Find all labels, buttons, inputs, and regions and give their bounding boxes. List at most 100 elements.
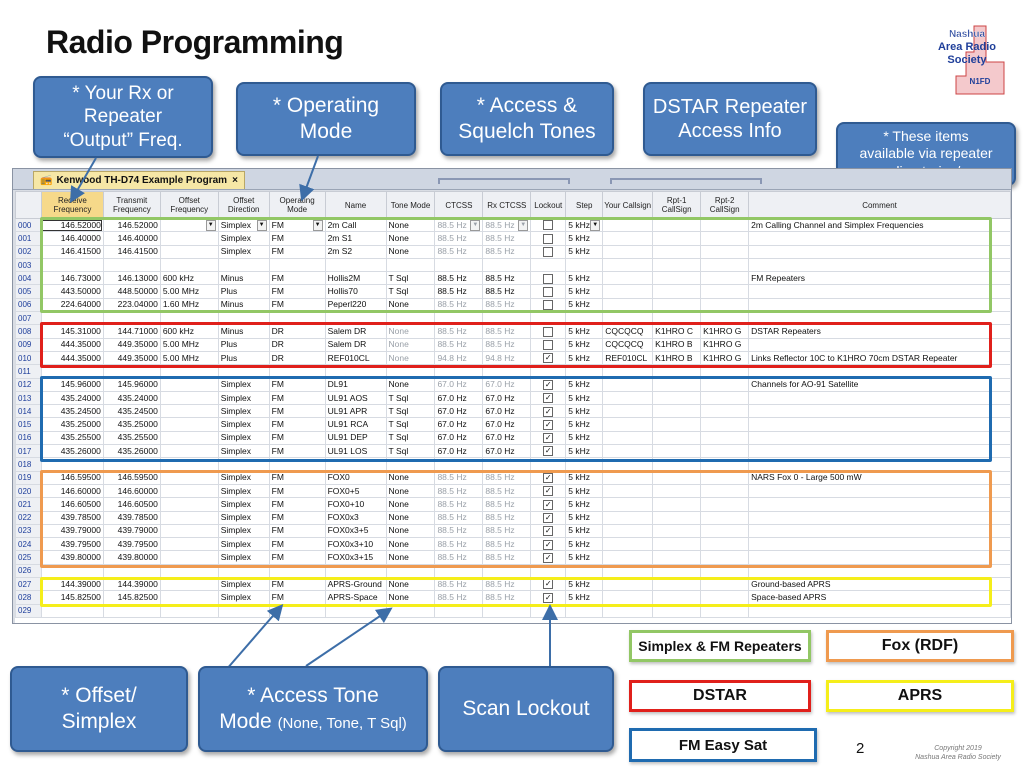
row-number: 021: [15, 497, 42, 512]
column-header-rpt1[interactable]: Rpt-1 CallSign: [652, 191, 702, 219]
legend-simplex-fm: Simplex & FM Repeaters: [629, 630, 811, 662]
column-header-rn[interactable]: [15, 191, 42, 219]
chevron-down-icon[interactable]: ▼: [590, 219, 601, 231]
column-header-tx[interactable]: Transmit Frequency: [102, 191, 161, 219]
cell-text-ctcss: 67.0 Hz: [437, 392, 467, 403]
cell-text-mode: FM: [271, 272, 284, 283]
lockout-checkbox[interactable]: ✓: [543, 526, 554, 537]
cell-text-step: 5 kHz: [568, 578, 590, 589]
callout-lockout-text: Scan Lockout: [462, 697, 590, 721]
row-number: 009: [15, 337, 42, 352]
group-box-fm-sat: [40, 376, 992, 462]
callout-access-tone-mode: * Access Tone Mode (None, Tone, T Sql): [198, 666, 428, 752]
cell-lock[interactable]: ✓: [530, 590, 567, 605]
callout-rx-line3: “Output” Freq.: [63, 129, 183, 151]
lockout-checkbox[interactable]: ✓: [543, 473, 554, 484]
cell-text-rxctcss: 94.8 Hz: [485, 352, 515, 363]
column-header-your[interactable]: Your Callsign: [602, 191, 654, 219]
program-window: 📻 Kenwood TH-D74 Example Program × Recei…: [12, 168, 1012, 624]
lockout-checkbox[interactable]: ✓: [543, 393, 554, 404]
lockout-checkbox[interactable]: [543, 233, 554, 244]
cell-text-dir: Simplex: [220, 219, 251, 230]
lockout-checkbox[interactable]: ✓: [543, 486, 554, 497]
cell-tx[interactable]: 449.35000: [102, 337, 161, 352]
lockout-checkbox[interactable]: [543, 300, 554, 311]
cell-lock[interactable]: [530, 231, 567, 246]
cell-off[interactable]: 600 kHz: [159, 324, 219, 339]
cell-text-rxctcss: 67.0 Hz: [485, 419, 515, 430]
column-header-rpt2[interactable]: Rpt-2 CallSign: [700, 191, 750, 219]
cell-lock[interactable]: ✓: [530, 430, 567, 446]
lockout-checkbox[interactable]: [543, 220, 554, 231]
cell-text-ctcss: 67.0 Hz: [437, 379, 467, 390]
lockout-checkbox[interactable]: [543, 246, 554, 257]
lockout-checkbox[interactable]: ✓: [543, 419, 554, 430]
cell-text-tx: 439.79500: [117, 538, 158, 549]
cell-lock[interactable]: ✓: [530, 350, 567, 366]
cell-text-tx: 144.39000: [117, 578, 158, 589]
column-header-lock[interactable]: Lockout: [530, 191, 567, 219]
lockout-checkbox[interactable]: ✓: [543, 539, 554, 550]
lockout-checkbox[interactable]: ✓: [543, 512, 554, 523]
cell-text-comment: NARS Fox 0 - Large 500 mW: [751, 472, 862, 483]
lockout-checkbox[interactable]: ✓: [543, 406, 554, 417]
cell-lock[interactable]: ✓: [530, 404, 567, 419]
cell-lock[interactable]: ✓: [530, 497, 567, 512]
column-header-comment[interactable]: Comment: [748, 191, 1011, 219]
cell-text-rpt2: K1HRO G: [703, 339, 742, 350]
lockout-checkbox[interactable]: [543, 326, 554, 337]
lockout-checkbox[interactable]: ✓: [543, 592, 554, 603]
lockout-checkbox[interactable]: ✓: [543, 379, 554, 390]
column-header-ctcss[interactable]: CTCSS: [434, 191, 484, 219]
cell-text-tx: 146.60000: [117, 485, 158, 496]
chevron-down-icon[interactable]: ▼: [470, 219, 481, 231]
cell-text-tx: 146.13000: [117, 272, 158, 283]
table-row[interactable]: 003: [15, 257, 1011, 273]
column-header-off[interactable]: Offset Frequency: [159, 191, 219, 219]
column-header-rxctcss[interactable]: Rx CTCSS: [482, 191, 532, 219]
column-header-mode[interactable]: Operating Mode: [268, 191, 326, 219]
cell-text-rxctcss: 88.5 Hz: [485, 286, 515, 297]
row-number: 023: [15, 523, 42, 539]
chevron-down-icon[interactable]: ▼: [256, 219, 267, 231]
lockout-checkbox[interactable]: ✓: [543, 433, 554, 444]
lockout-checkbox[interactable]: ✓: [543, 446, 554, 457]
lockout-checkbox[interactable]: ✓: [543, 353, 554, 364]
column-header-dir[interactable]: Offset Direction: [217, 191, 270, 219]
row-number: 001: [15, 231, 42, 246]
cell-dir[interactable]: Minus: [217, 297, 270, 313]
cell-lock[interactable]: ✓: [530, 390, 567, 406]
lockout-checkbox[interactable]: [543, 340, 554, 351]
tab-example-program[interactable]: 📻 Kenwood TH-D74 Example Program ×: [33, 171, 245, 189]
column-header-step[interactable]: Step: [565, 191, 604, 219]
cell-text-rx: 145.96000: [60, 379, 101, 390]
lockout-checkbox[interactable]: [543, 273, 554, 284]
column-header-tone[interactable]: Tone Mode: [385, 191, 436, 219]
lockout-checkbox[interactable]: ✓: [543, 552, 554, 563]
cell-lock[interactable]: [530, 337, 567, 352]
lockout-checkbox[interactable]: [543, 286, 554, 297]
column-header-name[interactable]: Name: [324, 191, 387, 219]
chevron-down-icon[interactable]: ▼: [518, 219, 529, 231]
close-icon[interactable]: ×: [232, 175, 238, 186]
callout-dstar-line2: Access Info: [678, 120, 782, 142]
chevron-down-icon[interactable]: ▼: [205, 219, 216, 231]
column-header-rx[interactable]: Receive Frequency: [40, 191, 104, 219]
lockout-checkbox[interactable]: ✓: [543, 499, 554, 510]
cell-lock[interactable]: ✓: [530, 537, 567, 552]
cell-dir[interactable]: Plus: [217, 350, 270, 366]
cell-lock[interactable]: ✓: [530, 444, 567, 459]
chevron-down-icon[interactable]: ▼: [312, 219, 323, 231]
cell-text-ctcss: 88.5 Hz: [437, 246, 467, 257]
